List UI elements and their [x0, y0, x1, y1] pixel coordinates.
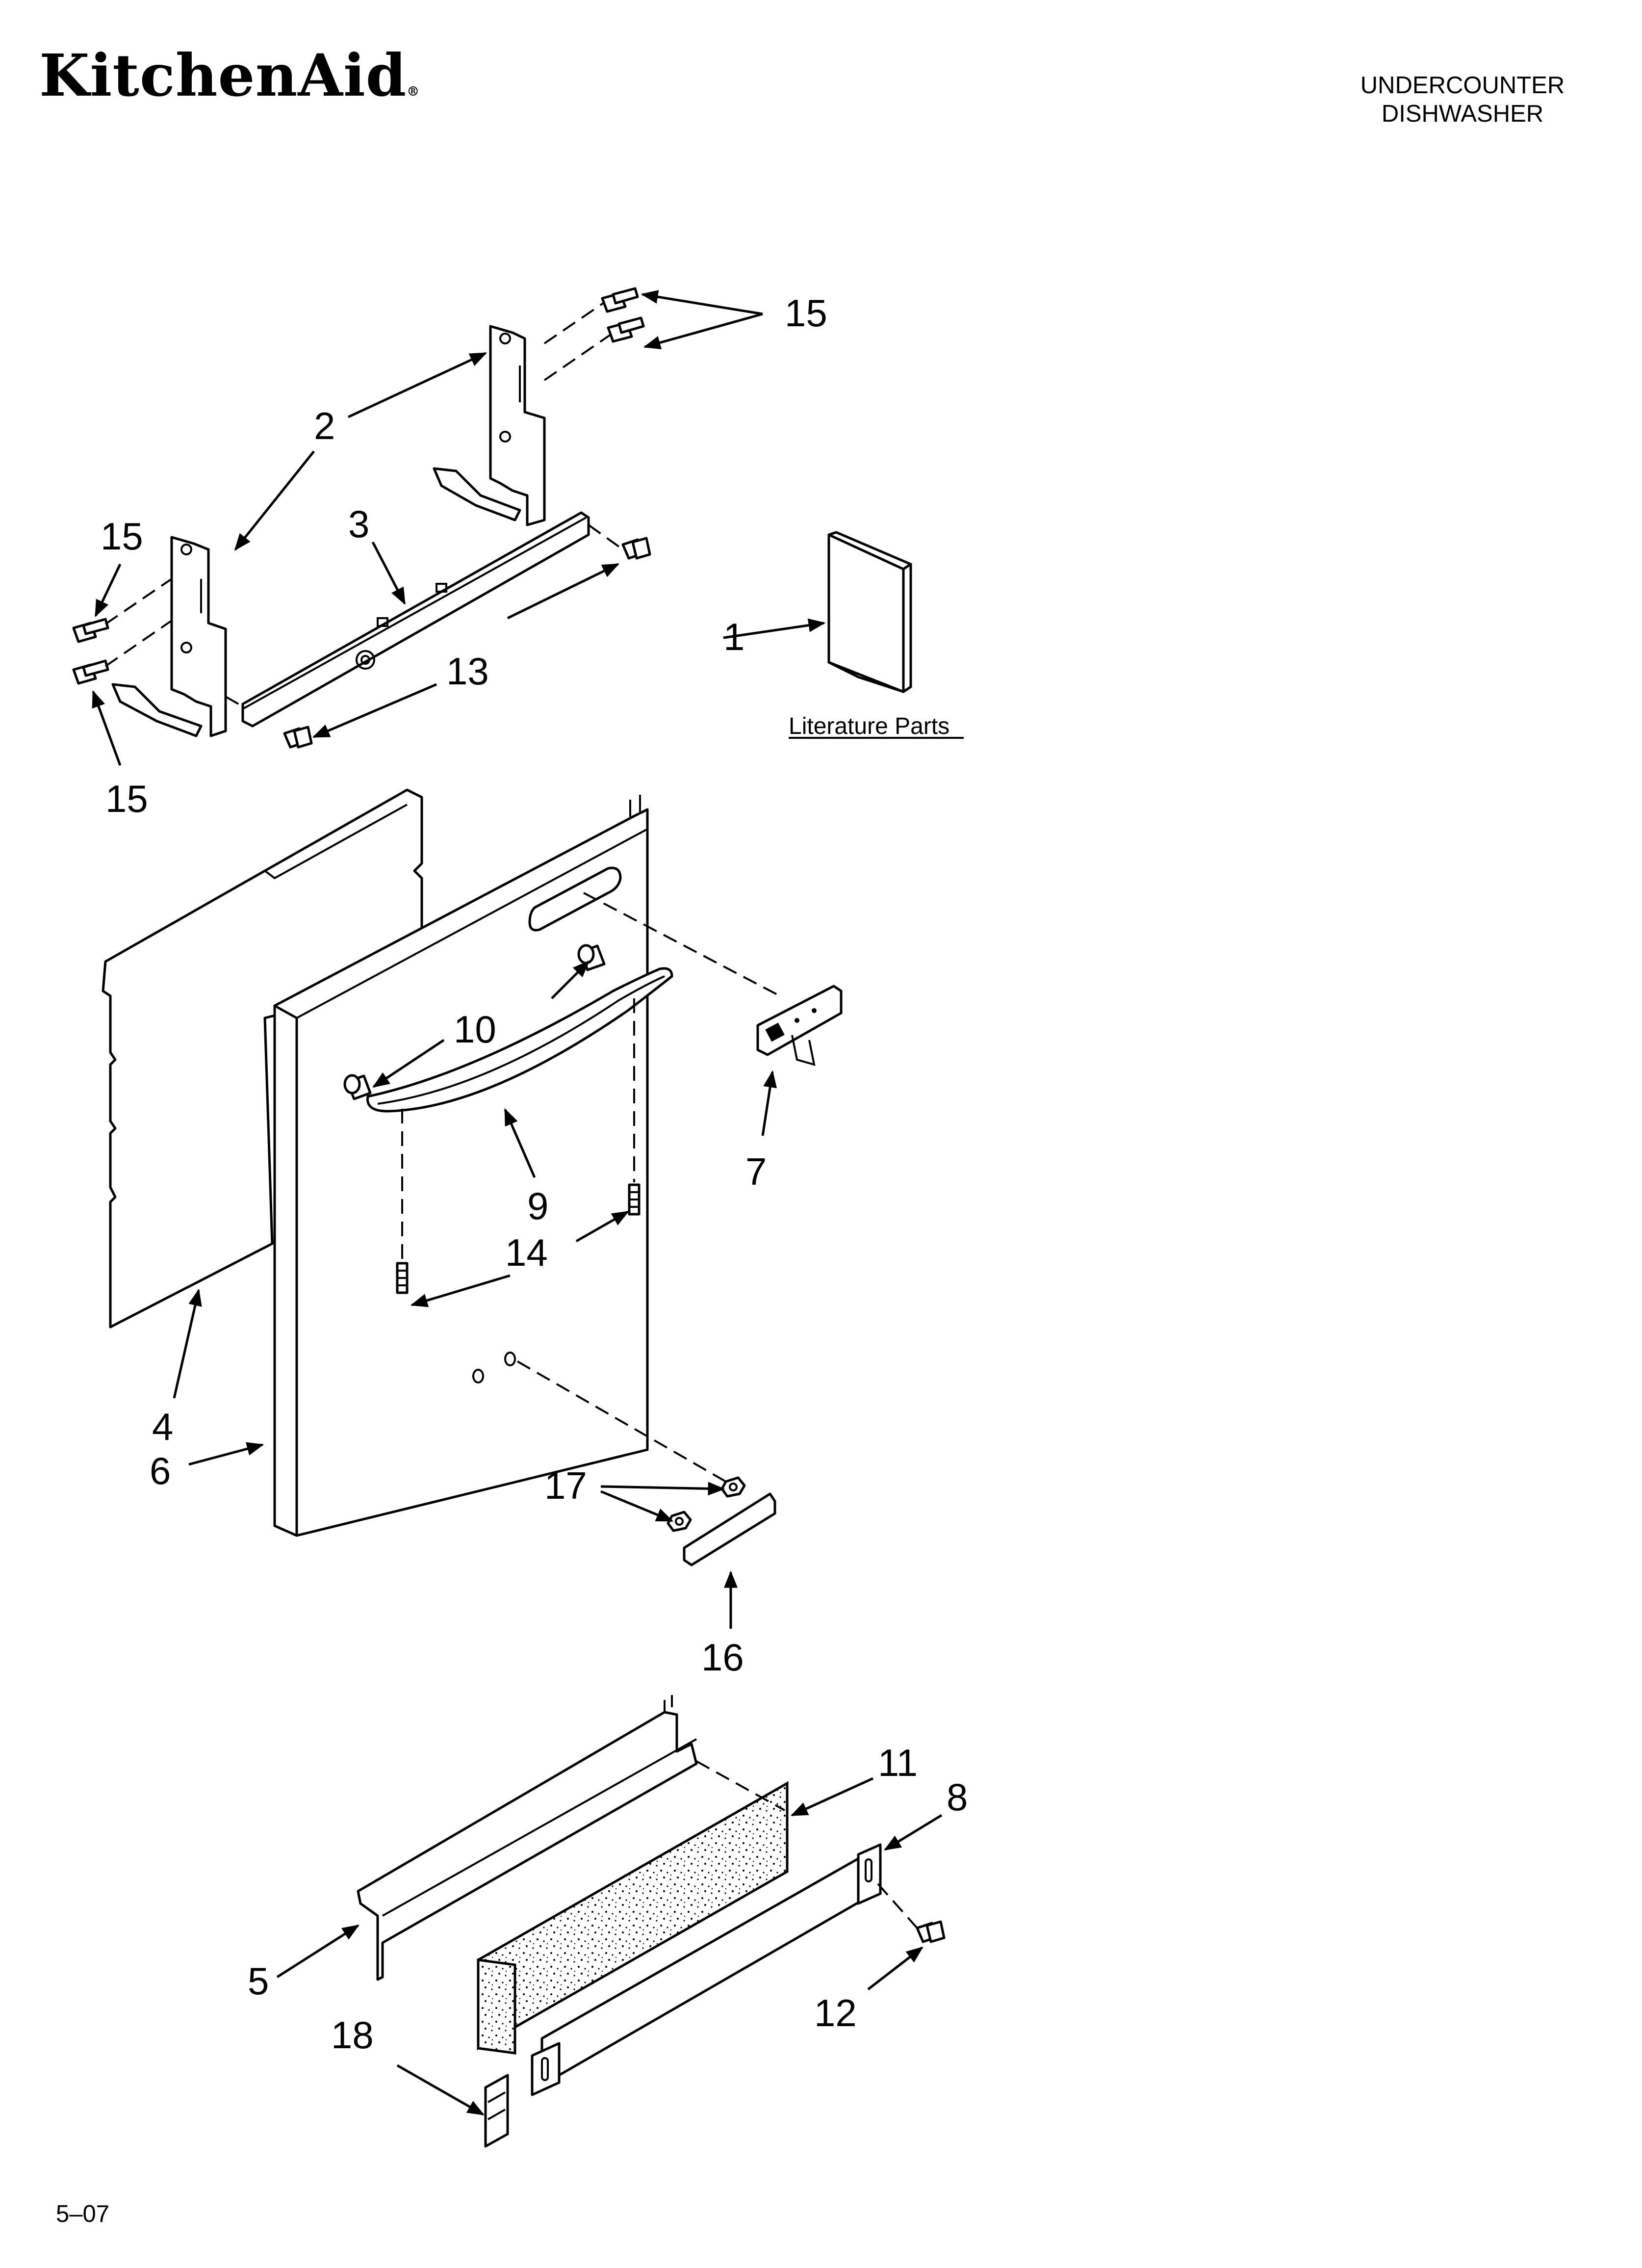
callout-17: 17 — [544, 1464, 587, 1507]
kick-plate — [531, 1843, 882, 2096]
handle-standoff-left — [343, 1074, 372, 1100]
callout-2: 2 — [314, 404, 335, 447]
callout-11: 11 — [878, 1741, 918, 1784]
callout-1: 1 — [723, 615, 744, 658]
callout-12: 12 — [814, 1991, 857, 2034]
literature-book — [827, 531, 912, 693]
screw-15-left-a — [72, 618, 109, 643]
title-line-1: UNDERCOUNTER — [1360, 72, 1565, 99]
control-bracket — [756, 985, 843, 1066]
insulation-strip — [477, 1781, 789, 2055]
callout-3: 3 — [348, 502, 369, 546]
guide-line — [588, 524, 624, 550]
guide-line — [104, 578, 173, 625]
guide-line — [104, 620, 173, 667]
callout-numbers: 1 2 3 4 5 6 7 8 9 10 11 12 13 14 15 15 1… — [101, 291, 968, 2057]
outer-door-panel — [273, 795, 649, 1537]
toe-panel — [357, 1695, 698, 1981]
callout-6: 6 — [150, 1449, 171, 1492]
threaded-stud-right — [628, 1183, 641, 1216]
callout-15-left-lower: 15 — [105, 777, 148, 820]
page-title: UNDERCOUNTER DISHWASHER — [1335, 71, 1590, 128]
guide-line — [583, 892, 780, 997]
retaining-clip — [484, 2074, 509, 2148]
callout-9: 9 — [527, 1184, 548, 1227]
inner-door-panel — [102, 788, 423, 1329]
callout-15-top: 15 — [785, 291, 827, 335]
callout-8: 8 — [947, 1775, 968, 1819]
title-line-2: DISHWASHER — [1381, 101, 1544, 127]
guide-line — [543, 334, 612, 381]
screw-13-left — [283, 726, 313, 749]
kitchenaid-logo: KitchenAid® — [39, 41, 420, 109]
nut-lower — [667, 1511, 692, 1532]
threaded-stud-left — [396, 1262, 409, 1294]
guide-line — [877, 1883, 918, 1929]
screw-13-right — [621, 537, 651, 560]
callout-4: 4 — [152, 1405, 173, 1448]
guide-line — [517, 1360, 726, 1483]
badge-plate — [683, 1492, 776, 1566]
guide-line — [696, 1760, 785, 1811]
callout-13: 13 — [446, 650, 489, 693]
leader-lines — [92, 290, 943, 2116]
mounting-bracket-right — [433, 325, 546, 526]
callout-16: 16 — [701, 1636, 744, 1679]
footer-date-code: 5–07 — [56, 2201, 110, 2227]
door-handle — [366, 967, 673, 1113]
door-support-rail — [241, 511, 590, 728]
callout-7: 7 — [745, 1150, 767, 1193]
guide-line — [543, 302, 604, 344]
callout-15-left-upper: 15 — [101, 515, 143, 558]
callout-14: 14 — [505, 1231, 548, 1274]
guide-line — [225, 696, 243, 707]
literature-parts-label: Literature Parts — [789, 713, 949, 739]
callout-5: 5 — [248, 1959, 269, 2003]
screw-12 — [916, 1920, 946, 1943]
callout-18: 18 — [331, 2013, 374, 2057]
registered-mark: ® — [407, 84, 420, 99]
mounting-bracket-left — [111, 536, 227, 737]
screw-15-top-a — [601, 287, 639, 313]
screw-15-left-b — [72, 659, 109, 685]
callout-10: 10 — [454, 1008, 496, 1051]
screw-15-top-b — [607, 316, 645, 343]
